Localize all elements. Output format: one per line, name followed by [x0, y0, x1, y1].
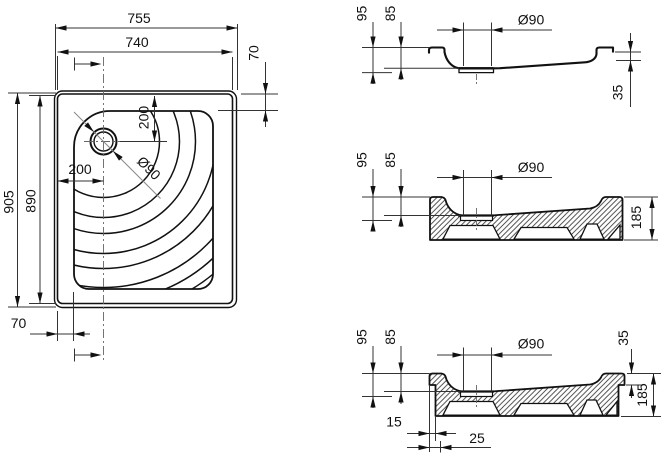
dim-label-base-drain-diameter: Ø90: [518, 159, 545, 175]
dim-label-rim-height: 890: [23, 189, 39, 213]
tray-outer-lip-outline: [53, 90, 238, 309]
shell-profile: [427, 46, 615, 70]
tray-rim-outline: [56, 93, 234, 305]
dim-label-drain-offset-top: 200: [136, 106, 152, 130]
dim-label-total-height: 905: [1, 190, 17, 214]
dim-label-full-rim-drop: 35: [615, 330, 631, 346]
dim-label-shell-drain-diameter: Ø90: [518, 12, 545, 28]
dim-label-full-height-inner: 85: [382, 329, 398, 345]
section-full: 95 85 Ø90 35 185 15 25: [354, 329, 661, 453]
dim-label-base-total-height: 185: [628, 206, 644, 230]
base-arrowheads: [370, 174, 655, 240]
dim-label-rim-offset-bottom: 70: [11, 315, 27, 331]
plan-view: 755 740 70 905 890 70 200 200 Ø90: [1, 10, 278, 362]
dim-label-full-total-height: 185: [634, 383, 650, 407]
dim-label-total-width: 755: [127, 10, 151, 26]
dim-label-shell-rim-drop: 35: [610, 85, 626, 101]
section-shell: 95 85 Ø90 35: [354, 6, 641, 107]
dim-label-shell-height-outer: 95: [354, 6, 370, 22]
dim-label-full-base-offset: 25: [469, 430, 485, 446]
section-base: 95 85 Ø90 185: [354, 152, 658, 241]
full-foot-cutouts: [441, 399, 618, 416]
dim-label-base-height-inner: 85: [382, 152, 398, 168]
dim-label-rim-width: 740: [125, 34, 149, 50]
dim-label-shell-height-inner: 85: [382, 6, 398, 22]
basin-outline: [73, 110, 214, 290]
shell-arrowheads: [370, 27, 634, 84]
shell-drain-plate: [458, 68, 495, 74]
drain-centerlines: [84, 57, 126, 362]
dim-label-drain-offset-left: 200: [68, 161, 92, 177]
plan-dimension-lines: [8, 24, 278, 362]
dim-label-base-height-outer: 95: [354, 152, 370, 168]
dim-label-full-height-outer: 95: [354, 329, 370, 345]
dim-label-full-drain-diameter: Ø90: [518, 336, 545, 352]
full-arrowheads: [370, 352, 657, 451]
base-foot-cutouts: [441, 223, 621, 240]
dim-label-full-lip-offset: 15: [386, 414, 402, 430]
plan-arrowheads: [14, 25, 269, 358]
dim-label-rim-offset-right: 70: [246, 45, 262, 61]
